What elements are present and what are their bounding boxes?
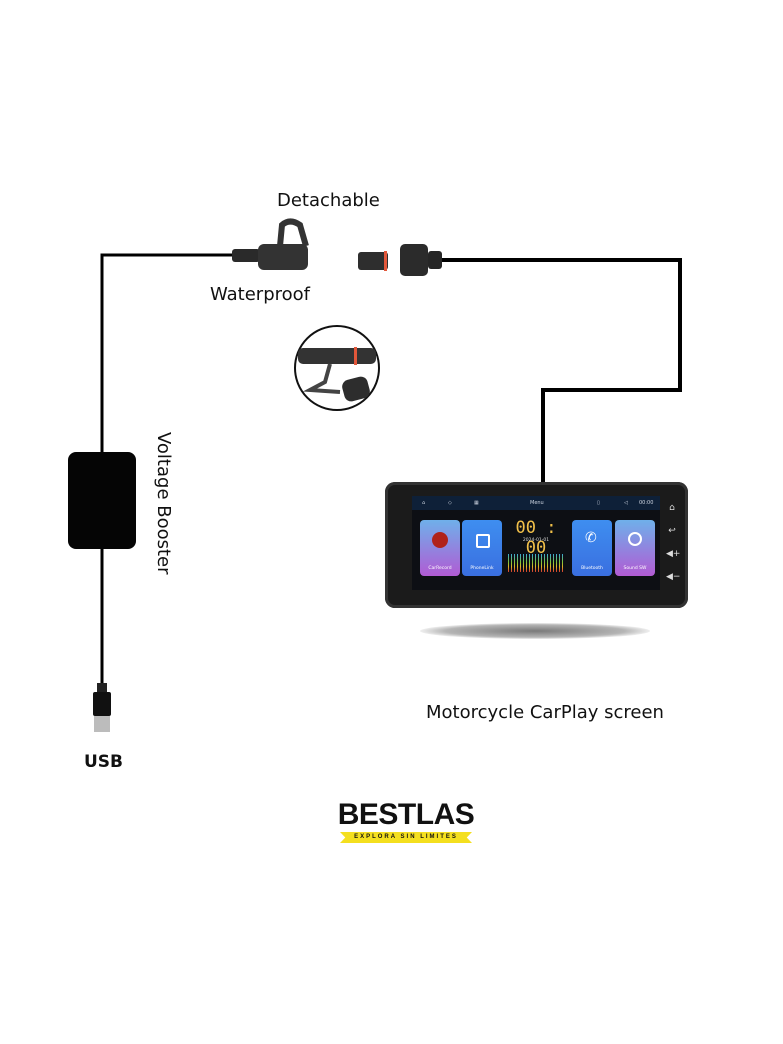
detachable-label: Detachable: [277, 190, 380, 211]
brand-name: BESTLAS: [337, 798, 475, 831]
screen-caption: Motorcycle CarPlay screen: [426, 702, 664, 723]
menu-grid-icon: ▦: [474, 500, 479, 506]
date-display: 2024-01-01: [522, 538, 550, 543]
female-connector: [232, 218, 309, 270]
headphones-icon: [628, 532, 642, 546]
car-icon: ◇: [448, 500, 452, 506]
tile-phonelink[interactable]: PhoneLink: [462, 520, 502, 576]
device-shadow: [420, 623, 650, 639]
device-display: ⌂ ◇ ▦ Menu ▯ ◁ 00:00 CarRecord PhoneLink…: [412, 496, 660, 590]
cable-left: [100, 253, 232, 452]
volume-icon: ◁: [624, 500, 628, 506]
usb-label: USB: [84, 752, 124, 772]
clock-display: 00 : 00: [515, 518, 557, 558]
tile-label: Sound SW: [623, 566, 647, 571]
status-time: 00:00: [639, 500, 654, 506]
tile-sound-sw[interactable]: Sound SW: [615, 520, 655, 576]
tile-label: Bluetooth: [581, 566, 603, 571]
status-title: Menu: [530, 500, 544, 506]
voltage-booster-label: Voltage Booster: [153, 432, 174, 575]
tile-bluetooth[interactable]: ✆ Bluetooth: [572, 520, 612, 576]
tile-label: PhoneLink: [470, 566, 494, 571]
phone-icon: ✆: [585, 530, 597, 546]
status-bar: ⌂ ◇ ▦ Menu ▯ ◁ 00:00: [412, 496, 660, 510]
phonelink-icon: [476, 534, 490, 548]
usb-plug: [93, 683, 111, 732]
waterproof-label: Waterproof: [210, 284, 311, 305]
voltage-booster-box: [68, 452, 136, 549]
connector-detail-inset: [294, 325, 380, 411]
tile-carrecord[interactable]: CarRecord: [420, 520, 460, 576]
volume-down-icon[interactable]: ◀−: [666, 572, 681, 582]
camera-icon: [432, 532, 448, 548]
tile-label: CarRecord: [428, 566, 452, 571]
home-icon: ⌂: [422, 500, 426, 506]
back-button-icon[interactable]: ↩: [668, 526, 676, 536]
cable-right: [442, 258, 682, 482]
sd-icon: ▯: [597, 500, 600, 506]
brand-logo: BESTLAS EXPLORA SIN LIMITES: [336, 800, 476, 843]
audio-equalizer: [508, 554, 564, 572]
brand-tagline: EXPLORA SIN LIMITES: [340, 832, 472, 843]
home-button-icon[interactable]: ⌂: [669, 503, 675, 513]
volume-up-icon[interactable]: ◀+: [666, 549, 681, 559]
male-connector: [358, 244, 442, 276]
